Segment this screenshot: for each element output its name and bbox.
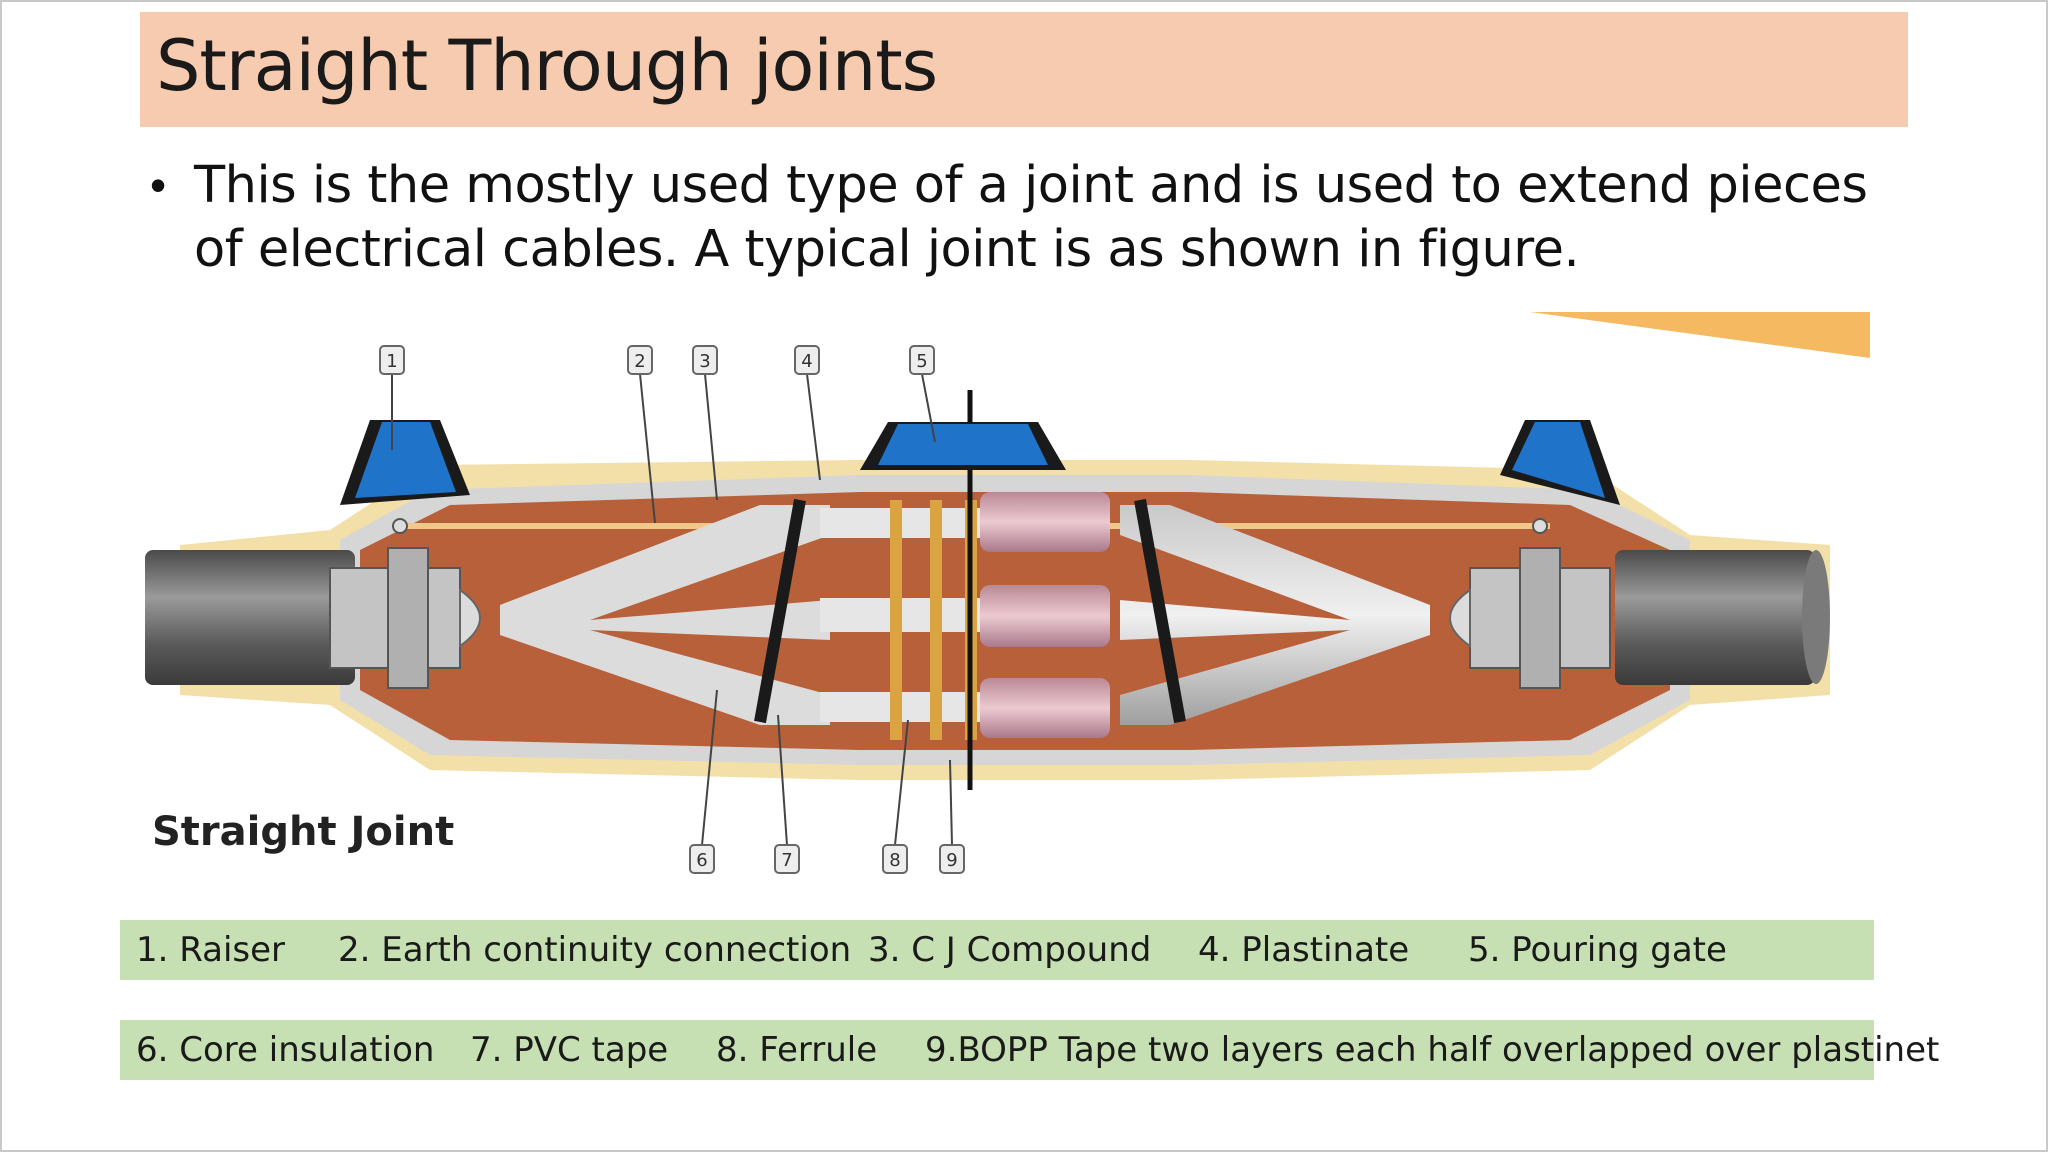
pvc-tape-left xyxy=(754,498,806,724)
legend-row-1: 1. Raiser 2. Earth continuity connection… xyxy=(120,920,1874,980)
legend-item-cj-compound: 3. C J Compound xyxy=(868,930,1152,970)
legend-item-ferrule: 8. Ferrule xyxy=(716,1030,878,1070)
joint-diagram: 1 2 3 4 5 6 7 8 9 Straight Joint xyxy=(145,312,1870,874)
callout-6: 6 xyxy=(689,844,715,874)
tape-section-3 xyxy=(980,678,1110,738)
slide-title: Straight Through joints xyxy=(156,25,938,107)
cable-right-end xyxy=(1802,550,1830,684)
callouts-bottom: 6 7 8 9 xyxy=(689,844,965,874)
legend-item-bopp-tape: 9.BOPP Tape two layers each half overlap… xyxy=(925,1030,1940,1070)
callout-7: 7 xyxy=(774,844,800,874)
callout-3: 3 xyxy=(692,345,718,375)
legend-item-raiser: 1. Raiser xyxy=(136,930,286,970)
title-bar: Straight Through joints xyxy=(140,12,1908,127)
svg-text:3: 3 xyxy=(699,351,710,372)
cable-left xyxy=(145,550,355,685)
decorative-triangle xyxy=(1530,312,1870,358)
legend-item-plastinate: 4. Plastinate xyxy=(1198,930,1410,970)
raiser-center xyxy=(860,422,1066,470)
figure-caption: Straight Joint xyxy=(152,809,454,855)
legend-item-pouring-gate: 5. Pouring gate xyxy=(1468,930,1727,970)
raiser-right xyxy=(1500,420,1620,505)
core-insulation-right xyxy=(1120,505,1430,725)
ferrule-band-a xyxy=(890,500,902,740)
svg-text:1: 1 xyxy=(386,351,397,372)
callout-4: 4 xyxy=(794,345,820,375)
legend-item-pvc-tape: 7. PVC tape xyxy=(470,1030,669,1070)
bullet-marker: • xyxy=(150,159,167,211)
core-insulation-left xyxy=(500,505,830,725)
svg-text:2: 2 xyxy=(634,351,645,372)
callout-leaders xyxy=(391,373,953,846)
legend-item-core-insulation: 6. Core insulation xyxy=(136,1030,435,1070)
ferrule-band-b xyxy=(930,500,942,740)
bullet-text: This is the mostly used type of a joint … xyxy=(194,156,1868,279)
callout-2: 2 xyxy=(627,345,653,375)
svg-text:7: 7 xyxy=(781,850,792,871)
callouts-top: 1 2 3 4 5 xyxy=(379,345,935,375)
svg-text:5: 5 xyxy=(916,351,927,372)
svg-text:9: 9 xyxy=(946,850,957,871)
raiser-left xyxy=(340,420,470,505)
svg-text:6: 6 xyxy=(696,850,707,871)
straight-joint-figure: 1 2 3 4 5 6 7 8 9 Straight Joint xyxy=(130,300,1890,880)
tape-section-2 xyxy=(980,585,1110,647)
legend-item-earth-continuity: 2. Earth continuity connection xyxy=(338,930,852,970)
callout-9: 9 xyxy=(939,844,965,874)
cable-right xyxy=(1615,550,1815,685)
callout-8: 8 xyxy=(882,844,908,874)
svg-text:8: 8 xyxy=(889,850,900,871)
gland-right xyxy=(1449,547,1611,689)
svg-text:4: 4 xyxy=(801,351,812,372)
gland-left xyxy=(329,547,481,689)
tape-section-1 xyxy=(980,492,1110,552)
pvc-tape-right xyxy=(1134,498,1186,724)
callout-1: 1 xyxy=(379,345,405,375)
earth-lug-right xyxy=(1532,518,1548,534)
legend-row-2: 6. Core insulation 7. PVC tape 8. Ferrul… xyxy=(120,1020,1939,1080)
earth-lug-left xyxy=(392,518,408,534)
callout-5: 5 xyxy=(909,345,935,375)
